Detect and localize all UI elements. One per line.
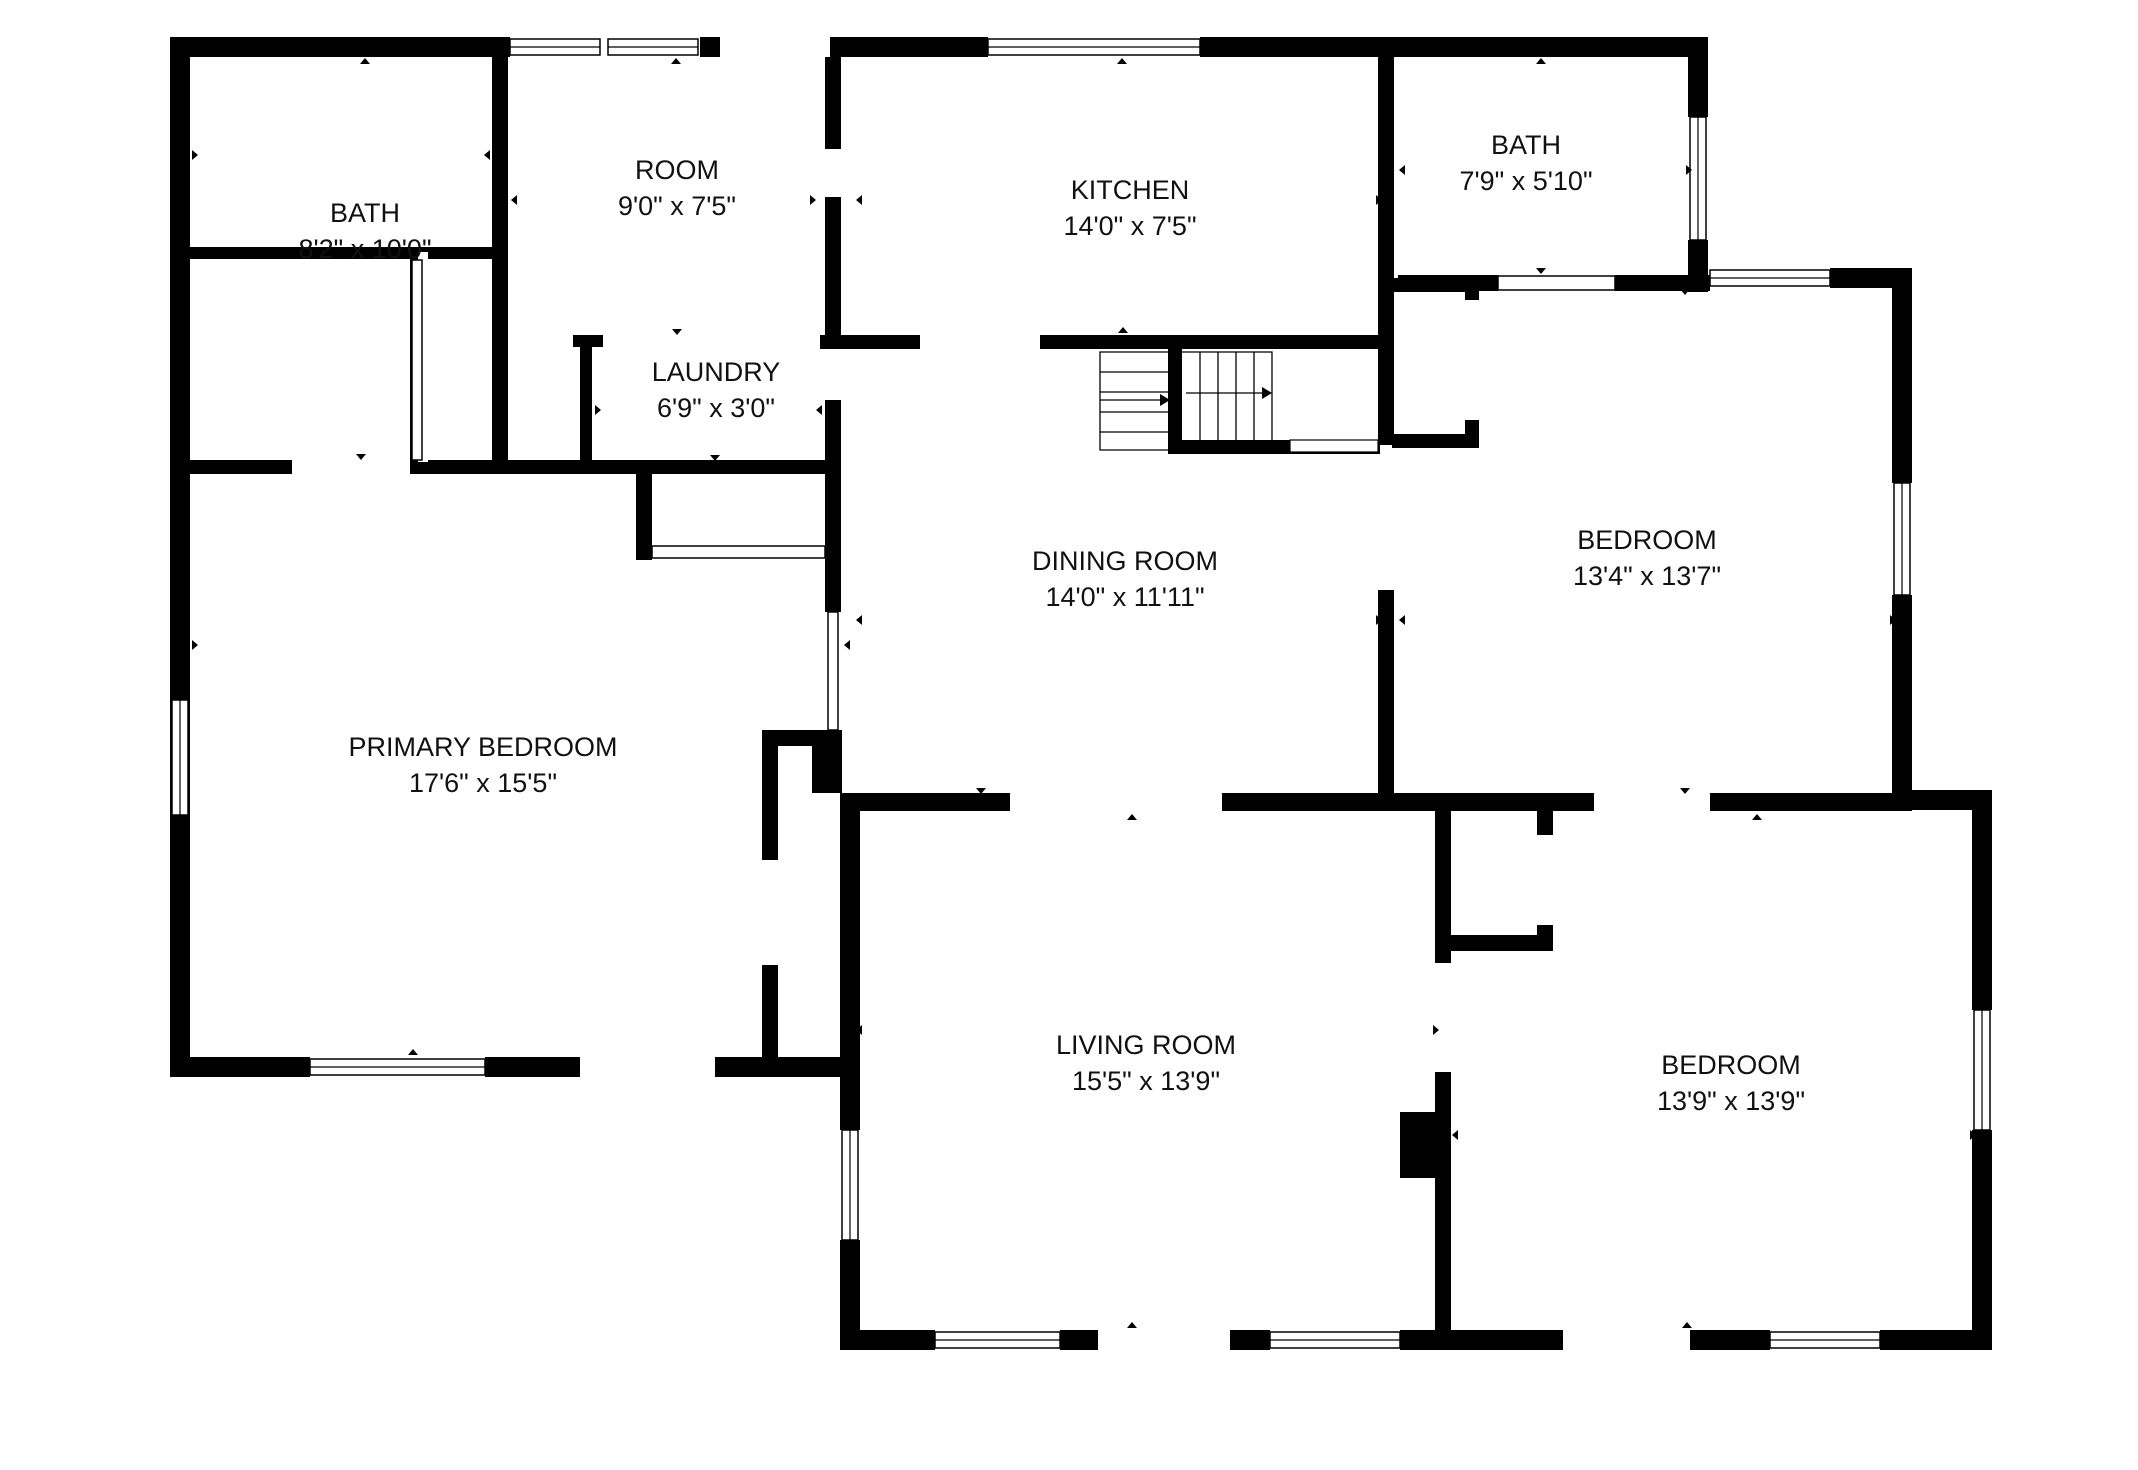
room-dims-bath-left: 8'2" x 10'0" <box>298 234 431 264</box>
room-name-living-room: LIVING ROOM <box>1056 1030 1236 1060</box>
room-dims-primary-bedroom: 17'6" x 15'5" <box>409 768 557 798</box>
room-dims-room: 9'0" x 7'5" <box>618 191 736 221</box>
room-label-bath-right: BATH 7'9" x 5'10" <box>1459 130 1592 196</box>
room-dims-bath-right: 7'9" x 5'10" <box>1459 166 1592 196</box>
room-label-dining-room: DINING ROOM 14'0" x 11'11" <box>1032 546 1218 612</box>
room-label-bedroom-upper: BEDROOM 13'4" x 13'7" <box>1573 525 1721 591</box>
room-label-laundry: LAUNDRY 6'9" x 3'0" <box>652 357 781 423</box>
room-label-bath-left: BATH 8'2" x 10'0" <box>298 198 431 264</box>
room-name-primary-bedroom: PRIMARY BEDROOM <box>348 732 617 762</box>
room-name-room: ROOM <box>635 155 719 185</box>
room-name-bedroom-upper: BEDROOM <box>1577 525 1717 555</box>
dimension-ticks <box>192 58 1976 1328</box>
windows <box>171 38 1991 1349</box>
room-dims-kitchen: 14'0" x 7'5" <box>1063 211 1196 241</box>
room-dims-dining-room: 14'0" x 11'11" <box>1045 582 1204 612</box>
room-dims-bedroom-lower: 13'9" x 13'9" <box>1657 1086 1805 1116</box>
room-name-dining-room: DINING ROOM <box>1032 546 1218 576</box>
room-name-kitchen: KITCHEN <box>1071 175 1190 205</box>
openings <box>292 37 1710 1352</box>
room-label-kitchen: KITCHEN 14'0" x 7'5" <box>1063 175 1196 241</box>
room-label-primary-bedroom: PRIMARY BEDROOM 17'6" x 15'5" <box>348 732 617 798</box>
room-name-laundry: LAUNDRY <box>652 357 781 387</box>
room-name-bath-right: BATH <box>1491 130 1561 160</box>
stairs <box>1099 351 1379 453</box>
room-name-bedroom-lower: BEDROOM <box>1661 1050 1801 1080</box>
room-name-bath-left: BATH <box>330 198 400 228</box>
room-label-living-room: LIVING ROOM 15'5" x 13'9" <box>1056 1030 1236 1096</box>
room-label-room: ROOM 9'0" x 7'5" <box>618 155 736 221</box>
room-dims-bedroom-upper: 13'4" x 13'7" <box>1573 561 1721 591</box>
room-dims-living-room: 15'5" x 13'9" <box>1072 1066 1220 1096</box>
room-label-bedroom-lower: BEDROOM 13'9" x 13'9" <box>1657 1050 1805 1116</box>
room-dims-laundry: 6'9" x 3'0" <box>657 393 775 423</box>
